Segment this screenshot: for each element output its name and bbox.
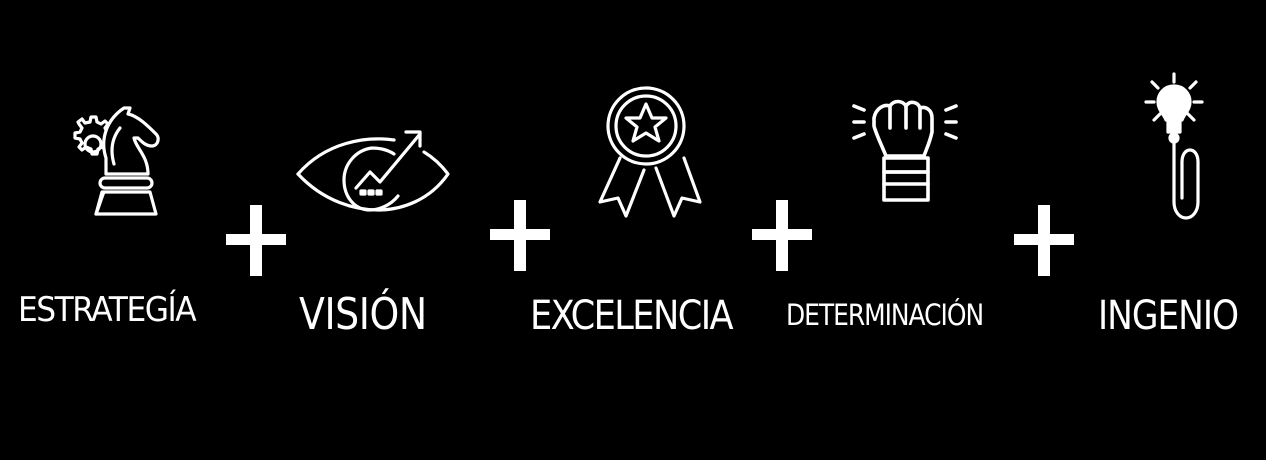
award-ribbon-star-icon [592,86,704,220]
label-vision: VISIÓN [299,289,427,340]
plus-separator-3 [752,200,812,271]
label-determinacion: DETERMINACIÓN [786,298,984,332]
label-excelencia: EXCELENCIA [530,293,734,339]
raised-fist-icon [850,98,960,206]
plus-separator-2 [490,200,550,271]
label-ingenio: INGENIO [1098,293,1239,339]
lightbulb-paperclip-icon [1144,72,1208,224]
chess-knight-gear-icon [56,100,162,218]
eye-growth-arrow-icon [294,126,452,212]
label-estrategia: ESTRATEGÍA [18,290,197,330]
plus-separator-1 [226,205,286,276]
plus-separator-4 [1014,205,1074,276]
